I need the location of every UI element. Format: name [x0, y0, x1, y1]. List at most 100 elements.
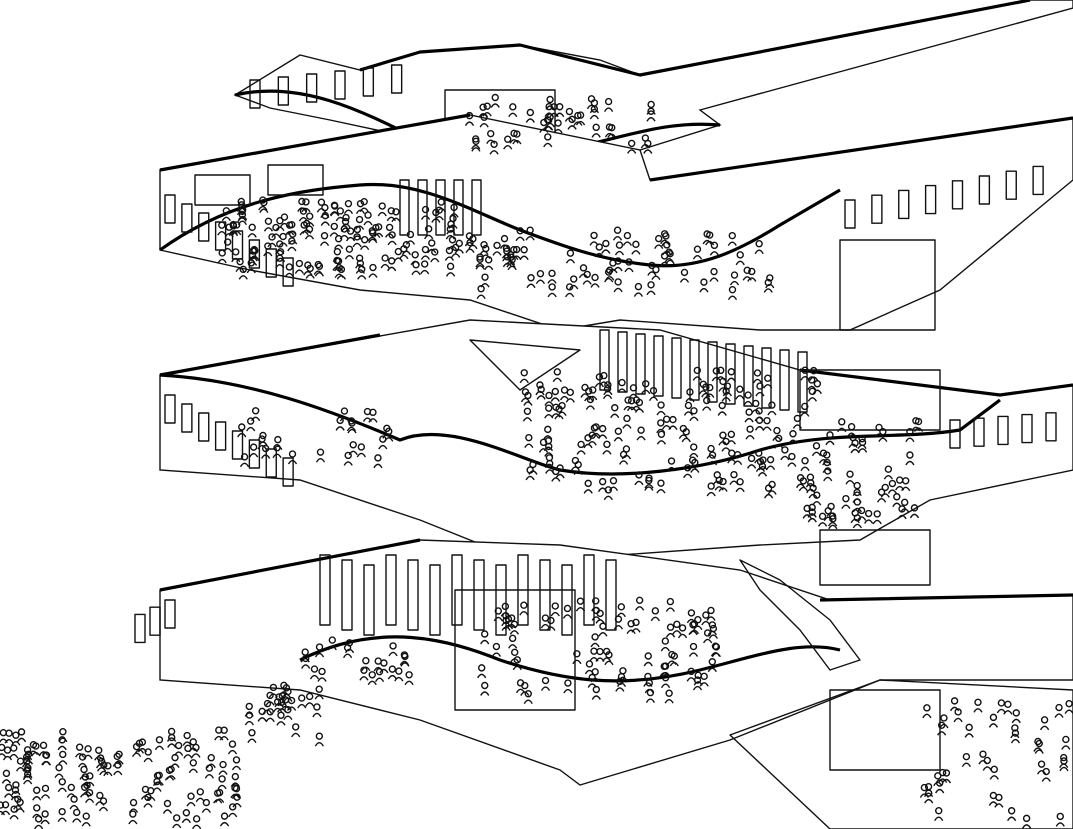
person-head	[748, 267, 756, 276]
person-head	[334, 235, 343, 243]
person-body	[924, 798, 934, 804]
person-body	[263, 251, 273, 257]
person-body	[549, 112, 559, 118]
person-body	[1010, 738, 1021, 744]
person-head	[2, 769, 11, 778]
person-head	[524, 690, 532, 698]
person-body	[249, 452, 259, 458]
person-body	[217, 258, 227, 264]
person-body	[237, 432, 247, 438]
person-head	[718, 401, 726, 410]
person-head	[395, 667, 403, 675]
person-body	[2, 755, 13, 761]
person-head	[875, 423, 883, 432]
person-body	[444, 256, 455, 261]
person-body	[217, 784, 227, 790]
person-body	[1054, 713, 1064, 718]
person-head	[168, 733, 176, 742]
person-head	[1007, 807, 1016, 815]
person-body	[718, 387, 728, 392]
person-head	[657, 419, 665, 427]
person-head	[615, 241, 624, 249]
person-head	[362, 657, 370, 665]
person-body	[436, 207, 446, 213]
person-head	[581, 383, 589, 392]
person-head	[84, 745, 92, 753]
person-body	[377, 211, 387, 217]
person-body	[507, 265, 517, 271]
person-body	[4, 793, 14, 798]
person-body	[763, 288, 773, 293]
person-head	[75, 743, 84, 751]
person-body	[96, 767, 107, 772]
person-body	[271, 233, 281, 238]
person-head	[83, 781, 91, 790]
glass-box	[454, 589, 576, 711]
person-body	[287, 246, 297, 252]
person-head	[541, 614, 550, 622]
person-head	[344, 199, 353, 208]
person-head	[599, 622, 607, 630]
person-head	[747, 454, 756, 463]
person-body	[717, 411, 727, 416]
person-head	[276, 217, 284, 225]
person-body	[660, 646, 670, 652]
person-body	[806, 488, 816, 494]
person-body	[489, 150, 499, 155]
person-head	[660, 230, 669, 238]
person-head	[801, 366, 809, 374]
person-head	[766, 274, 774, 282]
person-body	[362, 417, 373, 422]
person-head	[605, 123, 614, 131]
person-body	[374, 232, 384, 238]
person-head	[635, 596, 644, 605]
person-body	[15, 766, 26, 772]
person-head	[647, 107, 655, 115]
person-body	[368, 238, 378, 244]
person-body	[688, 652, 699, 657]
person-body	[708, 634, 718, 639]
person-head	[595, 243, 603, 251]
person-body	[989, 775, 999, 780]
person-body	[387, 240, 397, 246]
person-body	[237, 220, 247, 226]
person-body	[320, 221, 330, 226]
person-body	[309, 674, 320, 680]
person-body	[399, 660, 410, 666]
person-body	[627, 149, 637, 154]
person-body	[897, 514, 907, 520]
person-body	[692, 685, 703, 691]
person-head	[356, 199, 365, 208]
person-body	[589, 241, 599, 246]
person-body	[40, 819, 50, 825]
person-body	[283, 697, 293, 702]
person-body	[576, 450, 586, 455]
person-body	[1003, 710, 1013, 715]
person-body	[134, 749, 145, 754]
column	[779, 349, 790, 411]
person-head	[813, 491, 821, 499]
person-body	[573, 470, 583, 476]
person-head	[591, 273, 599, 282]
person-head	[598, 424, 607, 433]
column	[635, 333, 646, 395]
person-body	[565, 258, 576, 264]
person-head	[287, 696, 296, 705]
person-body	[69, 804, 79, 810]
window	[149, 606, 161, 636]
person-body	[275, 226, 285, 232]
person-head	[82, 812, 90, 820]
person-body	[420, 255, 431, 260]
person-head	[446, 262, 455, 271]
person-head	[1035, 739, 1043, 748]
person-body	[16, 737, 27, 743]
person-body	[721, 447, 731, 452]
person-body	[486, 139, 496, 145]
person-head	[34, 815, 43, 823]
person-head	[259, 431, 267, 440]
person-head	[521, 681, 529, 690]
person-head	[662, 415, 671, 423]
person-body	[656, 440, 667, 445]
person-body	[430, 257, 440, 263]
